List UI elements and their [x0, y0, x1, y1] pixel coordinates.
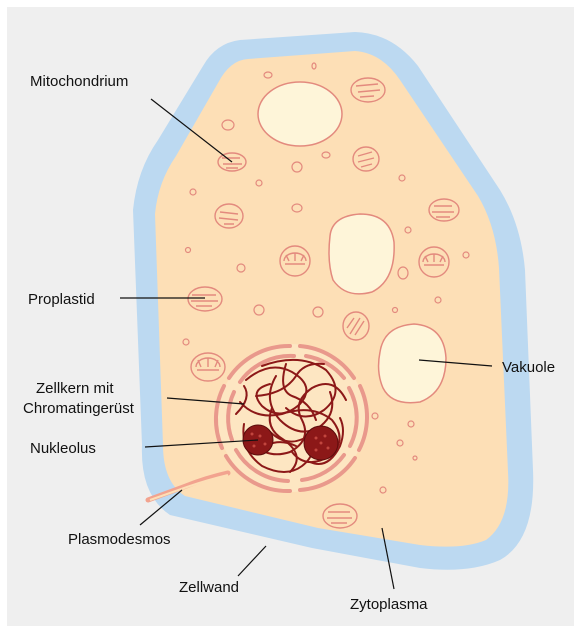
label-proplastid: Proplastid: [28, 291, 95, 308]
vacuole-middle: [329, 214, 394, 294]
label-mitochondrium: Mitochondrium: [30, 73, 128, 90]
label-plasmodesmos: Plasmodesmos: [68, 531, 171, 548]
vacuole-top: [258, 82, 342, 146]
label-zellkern-line2: Chromatingerüst: [23, 400, 135, 417]
label-nukleolus: Nukleolus: [30, 440, 96, 457]
mitochondrion: [351, 78, 385, 102]
vacuole-right: [379, 324, 446, 403]
mitochondrion: [429, 199, 459, 221]
mitochondrion: [188, 287, 222, 311]
mitochondrion: [343, 312, 369, 340]
mitochondrion: [353, 147, 379, 171]
mitochondrion: [215, 204, 243, 228]
label-vakuole: Vakuole: [502, 359, 555, 376]
nucleus: [216, 344, 367, 492]
label-zellwand: Zellwand: [179, 579, 239, 596]
leader-zellwand: [238, 546, 266, 576]
label-zellkern-line1: Zellkern mit: [36, 380, 114, 397]
mitochondrion: [419, 247, 449, 277]
label-zytoplasma: Zytoplasma: [350, 596, 428, 613]
mitochondrion: [191, 353, 225, 381]
mitochondrion: [280, 246, 310, 276]
mitochondrion: [323, 504, 357, 528]
